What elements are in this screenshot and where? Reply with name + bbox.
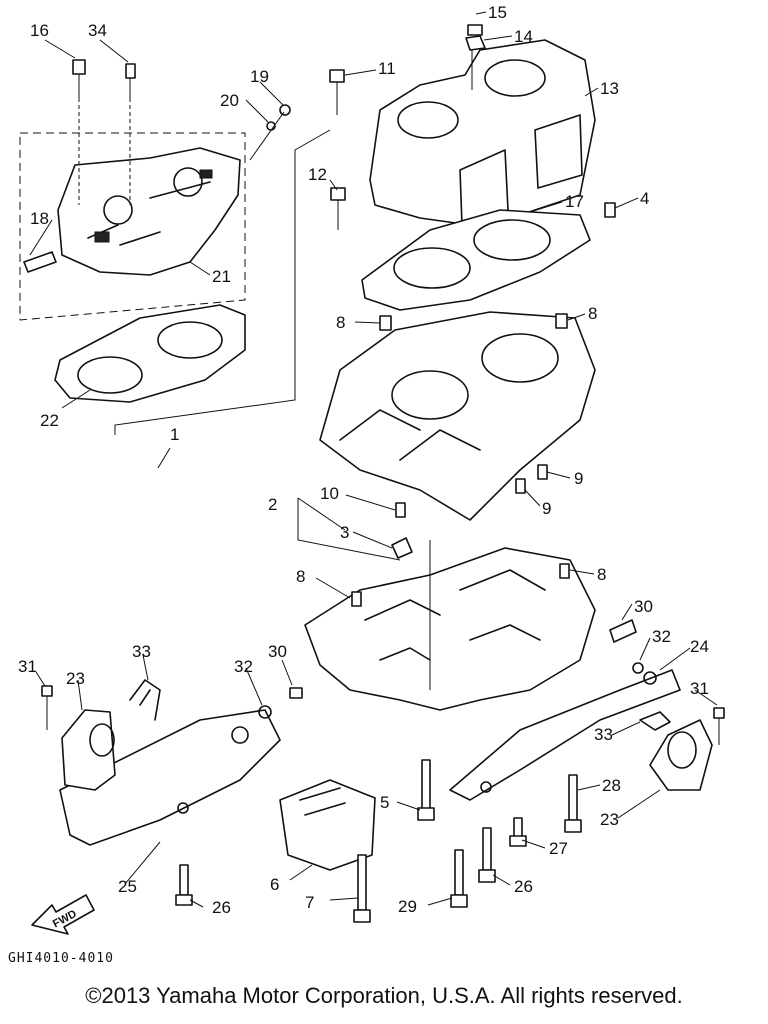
engine-mount-left [41, 679, 303, 906]
callout-14: 17 [565, 192, 584, 211]
callout-28: 28 [602, 776, 621, 795]
callout-3: 3 [340, 523, 349, 542]
callout-33a: 33 [132, 642, 151, 661]
callout-9a: 9 [574, 469, 583, 488]
callout-29: 29 [398, 897, 417, 916]
callout-26b: 26 [514, 877, 533, 896]
callout-32a: 32 [652, 627, 671, 646]
callout-15: 11 [378, 59, 396, 78]
lower-crankcase [304, 540, 596, 711]
upper-crankcase [319, 311, 596, 559]
mount-block [279, 779, 376, 871]
callout-31b: 31 [690, 679, 709, 698]
callout-1: 1 [170, 425, 179, 444]
callout-21: 22 [40, 411, 59, 430]
callout-8a: 8 [336, 313, 345, 332]
callout-34: 34 [88, 21, 107, 40]
callout-23a: 23 [66, 669, 85, 688]
cylinder-head-group [19, 59, 291, 321]
cylinder-base-gasket [361, 202, 616, 311]
callout-22: 16 [30, 21, 49, 40]
leader-lines [29, 11, 718, 908]
callout-6: 6 [270, 875, 279, 894]
callout-25: 25 [118, 877, 137, 896]
callout-31a: 31 [18, 657, 37, 676]
bolts [353, 759, 582, 923]
callout-30a: 30 [634, 597, 653, 616]
callout-32b: 32 [234, 657, 253, 676]
callout-16: 12 [308, 165, 327, 184]
callout-8c: 8 [296, 567, 305, 586]
callout-27: 27 [549, 839, 568, 858]
copyright-notice: ©2013 Yamaha Motor Corporation, U.S.A. A… [85, 983, 683, 1008]
callout-23b: 23 [600, 810, 619, 829]
callout-17: 21 [212, 267, 231, 286]
callout-13: 15 [488, 3, 507, 22]
callout-7: 7 [305, 893, 314, 912]
callout-11: 13 [600, 79, 619, 98]
fwd-arrow: FWD [31, 894, 95, 935]
callout-4: 4 [640, 189, 649, 208]
callout-19: 19 [250, 67, 269, 86]
callout-2: 2 [268, 495, 277, 514]
callout-8d: 8 [597, 565, 606, 584]
callout-33b: 33 [594, 725, 613, 744]
callout-8b: 8 [588, 304, 597, 323]
callout-9b: 9 [542, 499, 551, 518]
engine-mount-right [449, 619, 725, 801]
callouts: 16 34 19 20 11 12 15 14 13 17 4 18 21 22… [18, 3, 709, 917]
callout-20: 20 [220, 91, 239, 110]
cylinder-block [329, 24, 596, 230]
callout-24: 24 [690, 637, 709, 656]
head-gasket [54, 304, 246, 403]
callout-30b: 30 [268, 642, 287, 661]
callout-5: 5 [380, 793, 389, 812]
callout-18: 18 [30, 209, 49, 228]
callout-26a: 26 [212, 898, 231, 917]
diagram-code: GHI4010-4010 [8, 951, 114, 966]
callout-12: 14 [514, 27, 533, 46]
callout-10: 10 [320, 484, 339, 503]
